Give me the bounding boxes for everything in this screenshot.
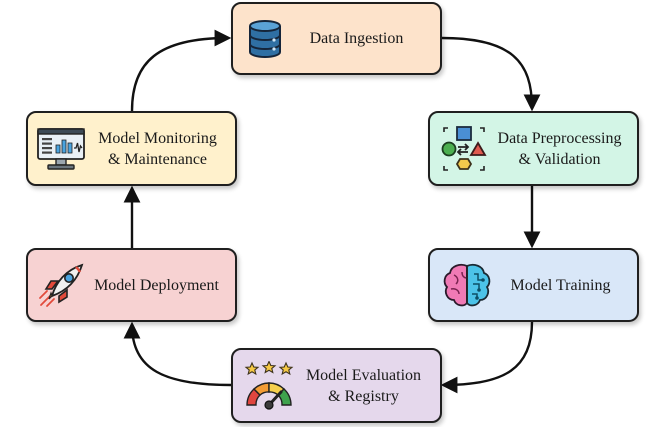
node-data-preprocessing: Data Preprocessing & Validation	[428, 111, 639, 186]
arrow-ingestion-to-preprocessing	[441, 36, 541, 112]
node-label-line: Model Deployment	[94, 276, 219, 294]
node-label: Model Deployment	[86, 275, 227, 296]
database-icon	[247, 18, 283, 60]
node-label: Model Training	[492, 275, 629, 296]
node-label-line: & Maintenance	[107, 150, 208, 168]
node-label-line: Model Training	[510, 276, 611, 294]
node-label: Model Monitoring & Maintenance	[86, 128, 229, 170]
arrow-monitoring-to-ingestion	[130, 29, 232, 112]
node-model-evaluation: Model Evaluation & Registry	[231, 348, 442, 423]
gauge-stars-icon	[243, 360, 295, 411]
node-model-monitoring: Model Monitoring & Maintenance	[26, 111, 237, 186]
node-data-ingestion: Data Ingestion	[231, 2, 442, 75]
shapes-flow-icon	[440, 124, 488, 174]
node-label-line: Model Monitoring	[98, 129, 217, 147]
rocket-icon	[38, 262, 86, 308]
node-model-deployment: Model Deployment	[26, 248, 237, 322]
node-model-training: Model Training	[428, 248, 639, 322]
monitor-chart-icon	[36, 126, 86, 172]
brain-icon	[442, 262, 492, 308]
node-label-line: Model Evaluation	[305, 366, 422, 384]
node-label: Data Preprocessing & Validation	[488, 128, 631, 170]
arrow-training-to-evaluation	[440, 321, 534, 394]
node-label-line: Data Ingestion	[309, 30, 404, 47]
node-label: Data Ingestion	[283, 28, 430, 49]
node-label-line: Data Preprocessing	[497, 129, 622, 147]
node-label-line: & Registry	[328, 387, 399, 405]
node-label-line: & Validation	[518, 150, 601, 168]
arrow-evaluation-to-deployment	[123, 321, 232, 387]
node-label: Model Evaluation & Registry	[295, 365, 432, 407]
